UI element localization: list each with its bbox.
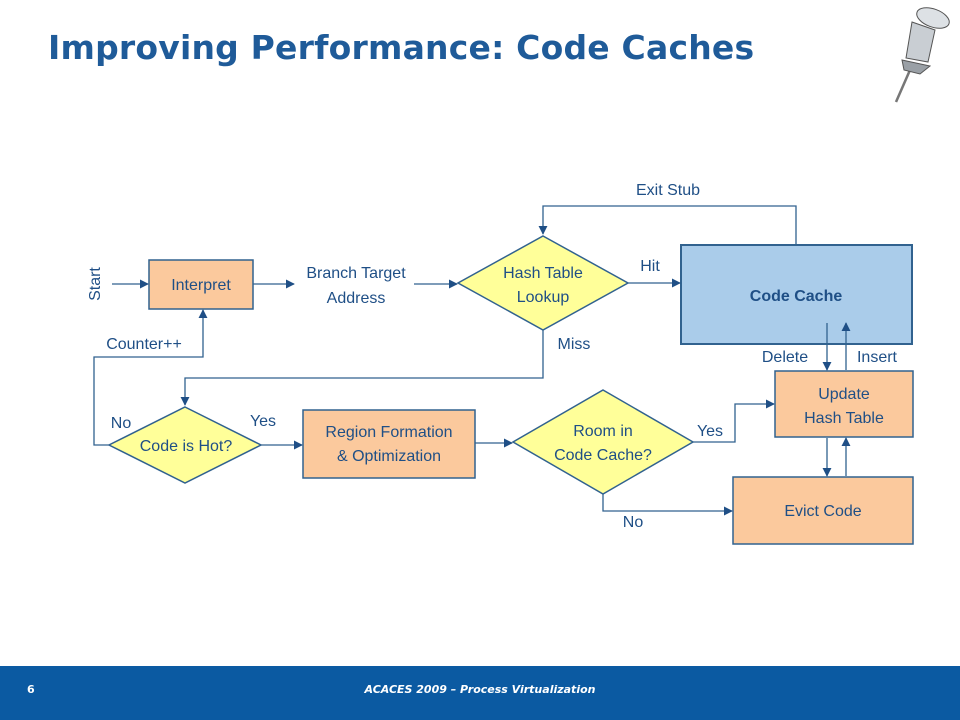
region-label-1: Region Formation — [325, 424, 452, 441]
miss-label: Miss — [558, 336, 591, 353]
page-number: 6 — [27, 683, 35, 696]
counter-label: Counter++ — [106, 336, 182, 353]
yes-hot-label: Yes — [250, 413, 276, 430]
delete-label: Delete — [762, 349, 808, 366]
exit-stub-label: Exit Stub — [636, 182, 700, 199]
code-cache-box — [680, 244, 913, 345]
pushpin-icon — [894, 7, 950, 103]
code-hot-diamond — [107, 406, 263, 484]
code-cache-label: Code Cache — [750, 288, 843, 305]
no-room-arrow — [602, 494, 733, 516]
room-label-2: Code Cache? — [554, 447, 652, 464]
counter-arrow — [93, 309, 208, 446]
hit-label: Hit — [640, 258, 660, 275]
room-cache-diamond — [511, 389, 695, 495]
update-hash-box — [774, 370, 914, 438]
hash-table-label-1: Hash Table — [503, 265, 583, 282]
interpret-label: Interpret — [171, 277, 231, 294]
exit-stub-arrow — [538, 205, 797, 244]
room-label-1: Room in — [573, 423, 633, 440]
no-room-label: No — [623, 514, 644, 531]
evict-label: Evict Code — [784, 503, 861, 520]
insert-label: Insert — [857, 349, 898, 366]
flowchart: Interpret Hash Table Lookup Code Cache C… — [87, 7, 950, 545]
footer-text: ACACES 2009 – Process Virtualization — [364, 683, 596, 696]
update-label-1: Update — [818, 386, 870, 403]
update-label-2: Hash Table — [804, 410, 884, 427]
hash-table-label-2: Lookup — [517, 289, 570, 306]
footer-bar: 6 ACACES 2009 – Process Virtualization — [0, 666, 960, 720]
slide-title: Improving Performance: Code Caches — [48, 28, 755, 67]
yes-room-label: Yes — [697, 423, 723, 440]
no-hot-label: No — [111, 415, 132, 432]
region-formation-box — [302, 409, 476, 479]
start-label: Start — [87, 267, 104, 301]
region-label-2: & Optimization — [337, 448, 441, 465]
evict-code-box — [732, 476, 914, 545]
hash-table-diamond — [456, 235, 630, 331]
interpret-box — [148, 259, 254, 310]
branch-label-1: Branch Target — [306, 265, 406, 282]
code-hot-label: Code is Hot? — [140, 438, 233, 455]
yes-room-arrow — [693, 399, 775, 443]
branch-label-2: Address — [327, 290, 386, 307]
miss-arrow — [180, 330, 544, 406]
